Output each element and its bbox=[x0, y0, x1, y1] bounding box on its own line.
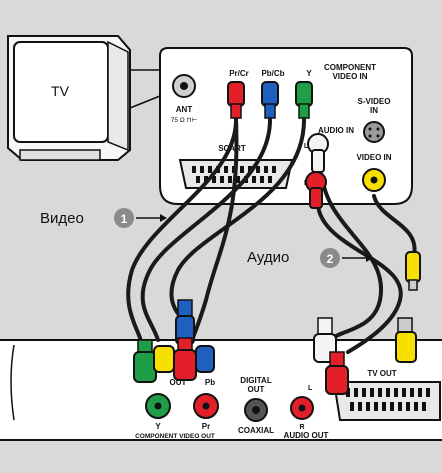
tv-out-scart bbox=[332, 381, 441, 421]
tv-illustration: TV bbox=[7, 35, 131, 161]
audio-in-l-label: L bbox=[304, 143, 309, 150]
component-video-out-label: COMPONENT VIDEO OUT bbox=[135, 433, 215, 440]
pb-cb-label: Pb/Cb bbox=[261, 69, 284, 78]
cable-audio-red bbox=[316, 204, 403, 354]
plug-audio-white-top bbox=[307, 133, 329, 173]
cable-blue-long bbox=[190, 118, 239, 342]
plug-blue-top bbox=[261, 81, 279, 119]
audio-callout-number: 2 bbox=[327, 252, 334, 266]
s-video-in-label: S-VIDEO bbox=[358, 97, 391, 106]
callout-video: Видео 1 bbox=[40, 208, 167, 228]
plug-red-bottom bbox=[173, 337, 197, 381]
player-pb-label: Pb bbox=[205, 378, 215, 387]
plug-red-top bbox=[227, 81, 245, 119]
y-label: Y bbox=[306, 69, 312, 78]
callout-audio: Аудио 2 bbox=[247, 248, 373, 268]
video-in-label: VIDEO IN bbox=[356, 153, 391, 162]
audio-callout-label: Аудио bbox=[247, 249, 289, 266]
component-video-in-label: COMPONENT bbox=[324, 63, 376, 72]
audio-callout-number-badge bbox=[320, 248, 340, 268]
player-pr-label: Pr bbox=[202, 422, 210, 431]
audio-out-label: AUDIO OUT bbox=[284, 431, 329, 440]
scart-label: SCART bbox=[218, 144, 246, 153]
player-y-label: Y bbox=[155, 422, 161, 431]
s-video-in-label: IN bbox=[370, 106, 378, 115]
player-rear-panel: OUT Pb Y Pr COMPONENT VIDEO OUT DIGITAL … bbox=[0, 339, 442, 441]
zoom-line bbox=[129, 95, 161, 109]
plug-blue-bottom bbox=[175, 299, 195, 345]
audio-in-label: AUDIO IN bbox=[318, 126, 354, 135]
component-video-in-label: VIDEO IN bbox=[332, 72, 367, 81]
arrow-icon bbox=[160, 214, 167, 222]
plug-green-top bbox=[295, 81, 313, 119]
plug-audio-red-bottom bbox=[325, 351, 349, 395]
arrow-icon bbox=[366, 254, 373, 262]
plug-green-bottom bbox=[133, 339, 157, 383]
digital-out-label: DIGITAL bbox=[240, 376, 272, 385]
player-side-plugs bbox=[133, 251, 421, 395]
cable-video-yellow bbox=[372, 194, 417, 257]
player-audio-r-label: R bbox=[299, 424, 304, 431]
plug-yellow-loose bbox=[405, 251, 421, 291]
player-audio-l-label: L bbox=[308, 385, 313, 392]
cable-audio-white bbox=[320, 174, 384, 342]
tv-side-plugs bbox=[227, 81, 329, 209]
tv-rear-panel: ANT 75 Ω ⊓⊢ Pr/Cr Pb/Cb Y COMPONENT VIDE… bbox=[159, 47, 413, 205]
cable-red bbox=[126, 118, 238, 347]
s-video-jack bbox=[363, 121, 385, 143]
coaxial-label: COAXIAL bbox=[238, 426, 274, 435]
video-out-label: OUT bbox=[170, 378, 187, 387]
pr-cr-label: Pr/Cr bbox=[229, 69, 249, 78]
video-callout-number: 1 bbox=[121, 212, 128, 226]
video-callout-number-badge bbox=[114, 208, 134, 228]
plug-audio-red-top bbox=[305, 171, 327, 209]
plug-yellow-bottom bbox=[153, 345, 175, 373]
video-callout-label: Видео bbox=[40, 210, 84, 227]
ant-label: ANT bbox=[176, 105, 193, 114]
ant-sub-label: 75 Ω ⊓⊢ bbox=[171, 117, 198, 124]
tv-out-label: TV OUT bbox=[367, 369, 396, 378]
plug-yellow-loose-2 bbox=[395, 317, 417, 363]
tv-label: TV bbox=[51, 83, 70, 99]
cable-blue bbox=[140, 118, 272, 342]
plug-blue-bottom-2 bbox=[195, 345, 215, 373]
digital-out-label: OUT bbox=[248, 385, 265, 394]
